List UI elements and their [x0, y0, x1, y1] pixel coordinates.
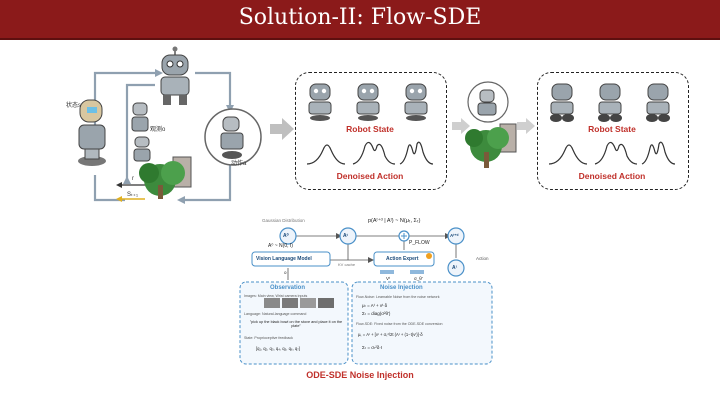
v-label: Vᵗ: [386, 276, 390, 281]
at-node: [339, 227, 357, 245]
noise-injection-panel: [351, 281, 493, 365]
transition-formula: p(Aᵗ⁺ᵈ | Aᵗ) ~ N(μₜ, Σₜ): [368, 218, 421, 224]
state-vector: [q₁, q₂, q₃, q₄, q₅, q₆, q₇]: [256, 346, 300, 351]
robot-state-label-left: Robot State: [346, 124, 394, 134]
action-expert-label: Action Expert: [386, 256, 419, 262]
environment-icon: [139, 156, 192, 199]
robot-icon: [404, 83, 428, 121]
small-robot-icon: [131, 102, 151, 162]
flow-noise-desc: Flow-Noise: Learnable Noise from the noi…: [356, 295, 440, 299]
o-label: o: [284, 270, 287, 275]
flow-arrow: [270, 118, 294, 140]
flow-sde-desc: Flow-SDE: Fixed noise from the ODE-SDE c…: [356, 322, 443, 326]
robot-state-panel-left: [295, 72, 447, 190]
observe-label: 观测o: [150, 127, 166, 133]
robot-state-panel-right: [537, 72, 689, 190]
flow-noise-eq2: Σₜ = diag(σ²θ'): [362, 311, 391, 316]
next-state-label: Sₜ₊₁: [127, 192, 138, 198]
flow-sde-eq2: Σₜ = σₜ²δ·I: [362, 345, 383, 350]
atd-node: [447, 227, 465, 245]
a1-text: A¹: [452, 265, 458, 271]
robot-state-icons-right: [550, 83, 670, 122]
sigma-label: σ_θ': [414, 276, 423, 281]
a0-distribution: A⁰ ~ N(0, I): [268, 243, 293, 249]
robot-state-icons-left: [308, 83, 428, 121]
reward-label: r: [132, 176, 134, 182]
a0-text: A⁰: [283, 233, 289, 239]
title-bar: Solution-II: Flow-SDE: [0, 0, 720, 40]
robot-icon: [646, 83, 670, 122]
denoised-action-label-right: Denoised Action: [578, 171, 646, 181]
state-label: 状态s: [66, 103, 82, 109]
images-item: Images: Main view, Wrist camera inputs: [244, 294, 308, 298]
flow-arrow: [452, 118, 470, 134]
at-text: Aᵗ: [343, 233, 348, 239]
next-state-arrow: [116, 196, 145, 202]
robot-icon: [308, 83, 332, 121]
agent-robot-icon: [78, 99, 106, 166]
action-distribution-curves-right: [548, 141, 676, 165]
robot-icon: [550, 83, 574, 122]
gaussian-label: Gaussian Distribution: [262, 218, 305, 223]
observation-title: Observation: [270, 285, 306, 291]
p-flow-label: P_FLOW: [409, 240, 430, 246]
figure-caption: ODE-SDE Noise Injection: [306, 370, 414, 380]
robot-state-label-right: Robot State: [588, 124, 636, 134]
vlm-label: Vision Language Model: [256, 256, 312, 262]
slide-title: Solution-II: Flow-SDE: [238, 5, 482, 30]
robot-icon: [598, 83, 622, 122]
flow-noise-eq1: μₜ = Aᵗ + vᵗ·δ: [362, 303, 388, 308]
denoised-action-label-left: Denoised Action: [336, 171, 404, 181]
rl-loop-illustration: [78, 46, 262, 204]
robot-scene-illustration: [465, 81, 517, 168]
action-distribution-curves-left: [306, 141, 434, 165]
flow-sde-architecture-diagram: [239, 227, 493, 365]
atd-text: Aᵗ⁺ᵈ: [450, 233, 459, 238]
language-item: Language: Natural-language command: [244, 312, 307, 316]
a1-node: [447, 259, 465, 277]
robot-icon: [356, 83, 380, 121]
a0-node: [279, 227, 297, 245]
flow-sde-eq1: μₜ = Aᵗ + [vᵗ + σₜ²/2t (Aᵗ + (1−t)vᵗ)]·δ: [358, 332, 423, 337]
action-label: 动作a: [231, 161, 247, 167]
noise-injection-title: Noise Injection: [380, 285, 423, 291]
action-robot-icon: [204, 108, 262, 166]
instruction-text: "pick up the black bowl on the stove and…: [249, 320, 343, 328]
robot-icon: [160, 46, 190, 105]
reward-arrow: [116, 182, 145, 188]
vlm-box: [251, 251, 331, 267]
action-expert-box: [373, 251, 435, 267]
kv-cache-label: KV cache: [338, 262, 356, 267]
state-item: State: Proprioceptive feedback: [244, 336, 293, 340]
action-output-label: Action: [476, 256, 489, 261]
flow-arrow: [517, 118, 535, 134]
